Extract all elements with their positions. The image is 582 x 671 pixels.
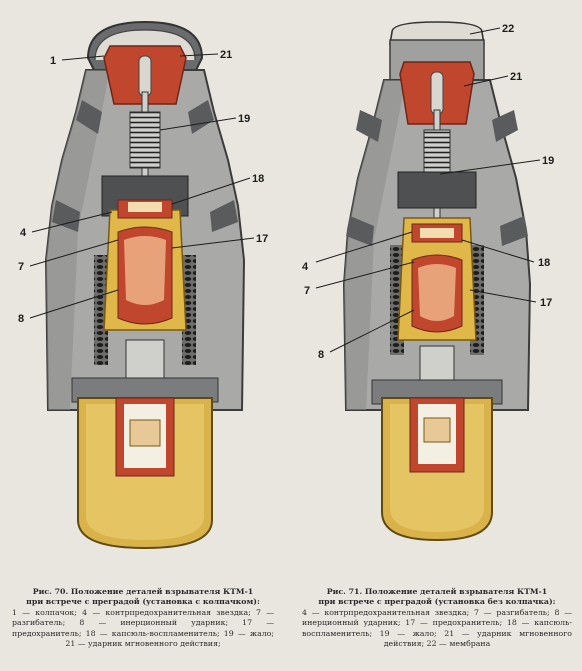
callout-19: 19: [238, 113, 250, 125]
figure-71-title: Рис. 71. Положение деталей взрывателя КТ…: [326, 587, 548, 596]
callout-1: 1: [50, 55, 56, 67]
callout-17: 17: [540, 297, 552, 309]
callout-8: 8: [318, 349, 324, 361]
callout-21: 21: [510, 71, 522, 83]
callout-18: 18: [252, 173, 264, 185]
callout-7: 7: [304, 285, 310, 297]
callout-7: 7: [18, 261, 24, 273]
callout-22: 22: [502, 23, 514, 35]
fuze-70: [44, 20, 246, 550]
fuze-diagram: 1 21 19 18 4 17 7 8 22 21 19 4 18 7 17 8: [18, 20, 554, 550]
callout-8: 8: [18, 313, 24, 325]
callouts-70: [29, 53, 255, 319]
figure-70-title: Рис. 70. Положение деталей взрывателя КТ…: [32, 587, 254, 596]
figure-71-caption: Рис. 71. Положение деталей взрывателя КТ…: [302, 587, 572, 649]
figure-71-legend: 4 — контрпредохранительная звездка; 7 — …: [302, 607, 572, 649]
fuze-71: [342, 21, 532, 542]
callout-4: 4: [20, 227, 27, 239]
callout-19: 19: [542, 155, 554, 167]
callout-labels-71: 22 21 19 4 18 7 17 8: [302, 23, 554, 361]
callout-labels-70: 1 21 19 18 4 17 7 8: [18, 49, 268, 325]
callout-21: 21: [220, 49, 232, 61]
callouts-71: [315, 27, 541, 353]
figure-70-legend: 1 — колпачок; 4 — контрпредохранительная…: [12, 607, 274, 649]
callout-4: 4: [302, 261, 309, 273]
callout-17: 17: [256, 233, 268, 245]
callout-18: 18: [538, 257, 550, 269]
figure-70-subtitle: при встрече с преградой (установка с кол…: [26, 597, 260, 607]
figure-71-subtitle: при встрече с преградой (установка без к…: [318, 597, 556, 607]
figure-70-caption: Рис. 70. Положение деталей взрывателя КТ…: [12, 587, 274, 649]
